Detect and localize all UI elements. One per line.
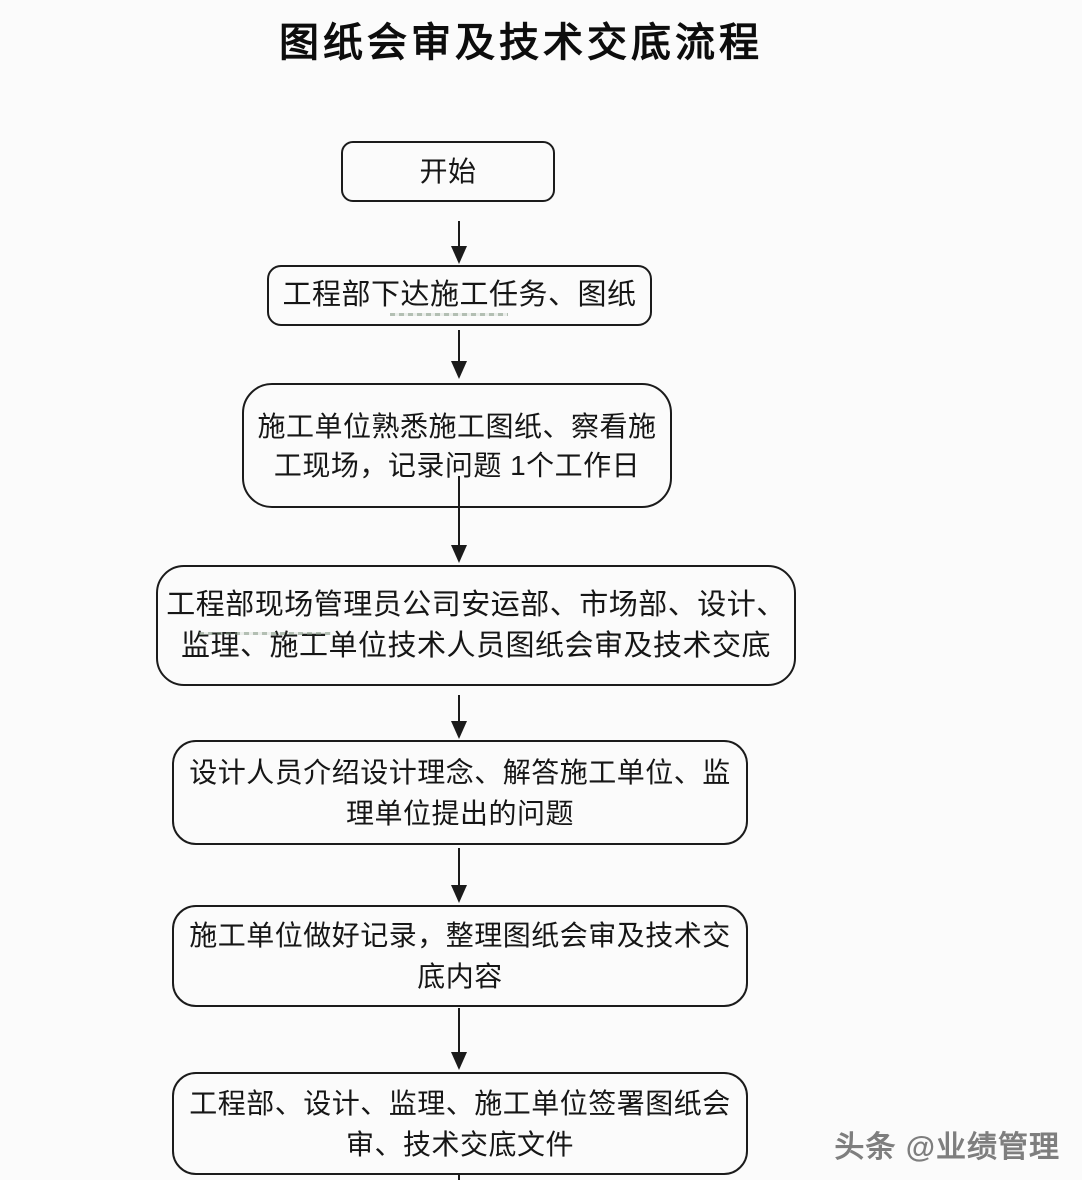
node-label-line1: 施工单位做好记录，整理图纸会审及技术交 — [189, 920, 731, 951]
node-label-line1: 工程部现场管理员公司安运部、市场部、设计、 — [166, 588, 786, 621]
flow-arrow — [451, 330, 467, 379]
flow-node-issue-task: 工程部下达施工任务、图纸 — [267, 265, 652, 326]
arrow-head-icon — [451, 246, 467, 264]
arrow-line — [458, 221, 460, 246]
toutiao-watermark: 头条 @业绩管理 — [834, 1131, 1060, 1164]
spellcheck-squiggle — [390, 313, 508, 316]
arrow-head-icon — [451, 361, 467, 379]
node-label-line2: 底内容 — [417, 961, 503, 992]
arrow-line — [458, 695, 460, 721]
flow-node-joint-review: 工程部现场管理员公司安运部、市场部、设计、 监理、施工单位技术人员图纸会审及技术… — [156, 565, 796, 686]
flow-node-design-explain: 设计人员介绍设计理念、解答施工单位、监 理单位提出的问题 — [172, 740, 748, 845]
flow-arrow-stub — [451, 1173, 467, 1180]
flow-node-record-content: 施工单位做好记录，整理图纸会审及技术交 底内容 — [172, 905, 748, 1007]
flow-arrow — [451, 848, 467, 903]
node-label-line1: 工程部、设计、监理、施工单位签署图纸会 — [189, 1087, 731, 1119]
arrow-line — [458, 330, 460, 361]
node-label-line1: 设计人员介绍设计理念、解答施工单位、监 — [189, 756, 731, 788]
arrow-line — [458, 848, 460, 885]
node-label-line1: 施工单位熟悉施工图纸、察看施 — [257, 410, 657, 442]
spellcheck-squiggle — [199, 632, 331, 635]
node-label-line2: 理单位提出的问题 — [345, 797, 574, 829]
node-label: 开始 — [419, 156, 477, 187]
arrow-head-icon — [451, 885, 467, 903]
flow-arrow — [451, 1008, 467, 1070]
arrow-head-icon — [451, 545, 467, 563]
flow-arrow — [451, 221, 467, 264]
flow-arrow — [451, 476, 467, 563]
arrow-head-icon — [451, 721, 467, 739]
flow-node-sign-documents: 工程部、设计、监理、施工单位签署图纸会 审、技术交底文件 — [172, 1072, 748, 1175]
arrow-line — [458, 1008, 460, 1052]
flow-node-familiarize: 施工单位熟悉施工图纸、察看施 工现场，记录问题 1个工作日 — [242, 383, 672, 508]
arrow-line — [458, 476, 460, 545]
flow-arrow — [451, 695, 467, 739]
arrow-line — [458, 1173, 460, 1180]
node-label-line2: 工现场，记录问题 1个工作日 — [273, 449, 641, 481]
page-title: 图纸会审及技术交底流程 — [279, 20, 763, 65]
arrow-head-icon — [451, 1052, 467, 1070]
node-label: 工程部下达施工任务、图纸 — [282, 279, 637, 311]
node-label-line2: 审、技术交底文件 — [345, 1128, 574, 1160]
flow-node-start: 开始 — [341, 141, 555, 202]
